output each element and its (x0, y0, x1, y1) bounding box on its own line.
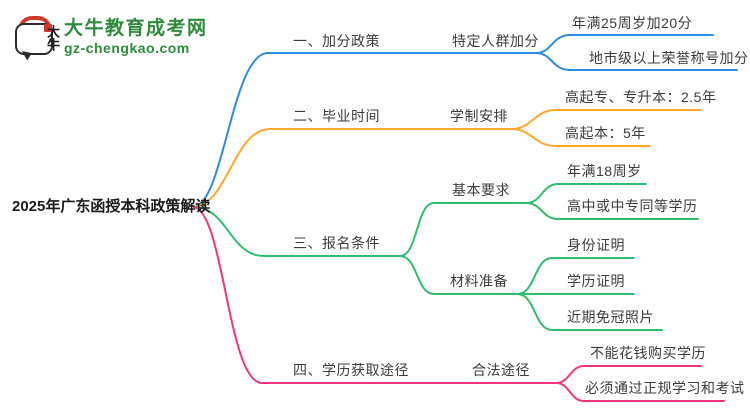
branch1-label: 一、加分政策 (293, 33, 380, 49)
logo-domain: gz-chengkao.com (64, 40, 190, 56)
leaf-node: 必须通过正规学习和考试 (585, 380, 745, 396)
leaf-node: 学历证明 (567, 273, 625, 289)
branch4-sub-label: 合法途径 (472, 362, 530, 378)
leaf-node: 近期免冠照片 (567, 309, 654, 325)
branch3-sub2-label: 材料准备 (450, 273, 508, 289)
leaf-node: 高中或中专同等学历 (567, 198, 698, 214)
branch2-label: 二、毕业时间 (293, 108, 380, 124)
branch3-label: 三、报名条件 (293, 235, 380, 251)
leaf-node: 地市级以上荣誉称号加分 (589, 50, 749, 66)
branch3-connectors (193, 183, 699, 331)
branch1-sub-label: 特定人群加分 (452, 33, 539, 49)
leaf-node: 不能花钱购买学历 (590, 345, 706, 361)
branch2-connectors (193, 109, 702, 208)
leaf-node: 高起本：5年 (565, 125, 646, 141)
leaf-node: 身份证明 (567, 237, 625, 253)
leaf-node: 年满25周岁加20分 (572, 15, 693, 31)
logo-mark-text: 大牛 (44, 24, 59, 51)
site-logo[interactable]: 大牛 大牛教育成考网 gz-chengkao.com (12, 10, 232, 62)
logo-title: 大牛教育成考网 (64, 18, 208, 39)
branch2-sub-label: 学制安排 (450, 108, 508, 124)
leaf-node: 高起专、专升本：2.5年 (565, 89, 717, 105)
branch4-label: 四、学历获取途径 (293, 362, 409, 378)
branch1-connectors (193, 34, 738, 208)
branch4-connectors (193, 206, 725, 402)
logo-seal-icon (44, 24, 52, 32)
root-node: 2025年广东函授本科政策解读 (12, 198, 211, 215)
logo-bubble-icon: 大牛 (14, 16, 59, 61)
leaf-node: 年满18周岁 (567, 163, 642, 179)
branch3-sub1-label: 基本要求 (452, 182, 510, 198)
